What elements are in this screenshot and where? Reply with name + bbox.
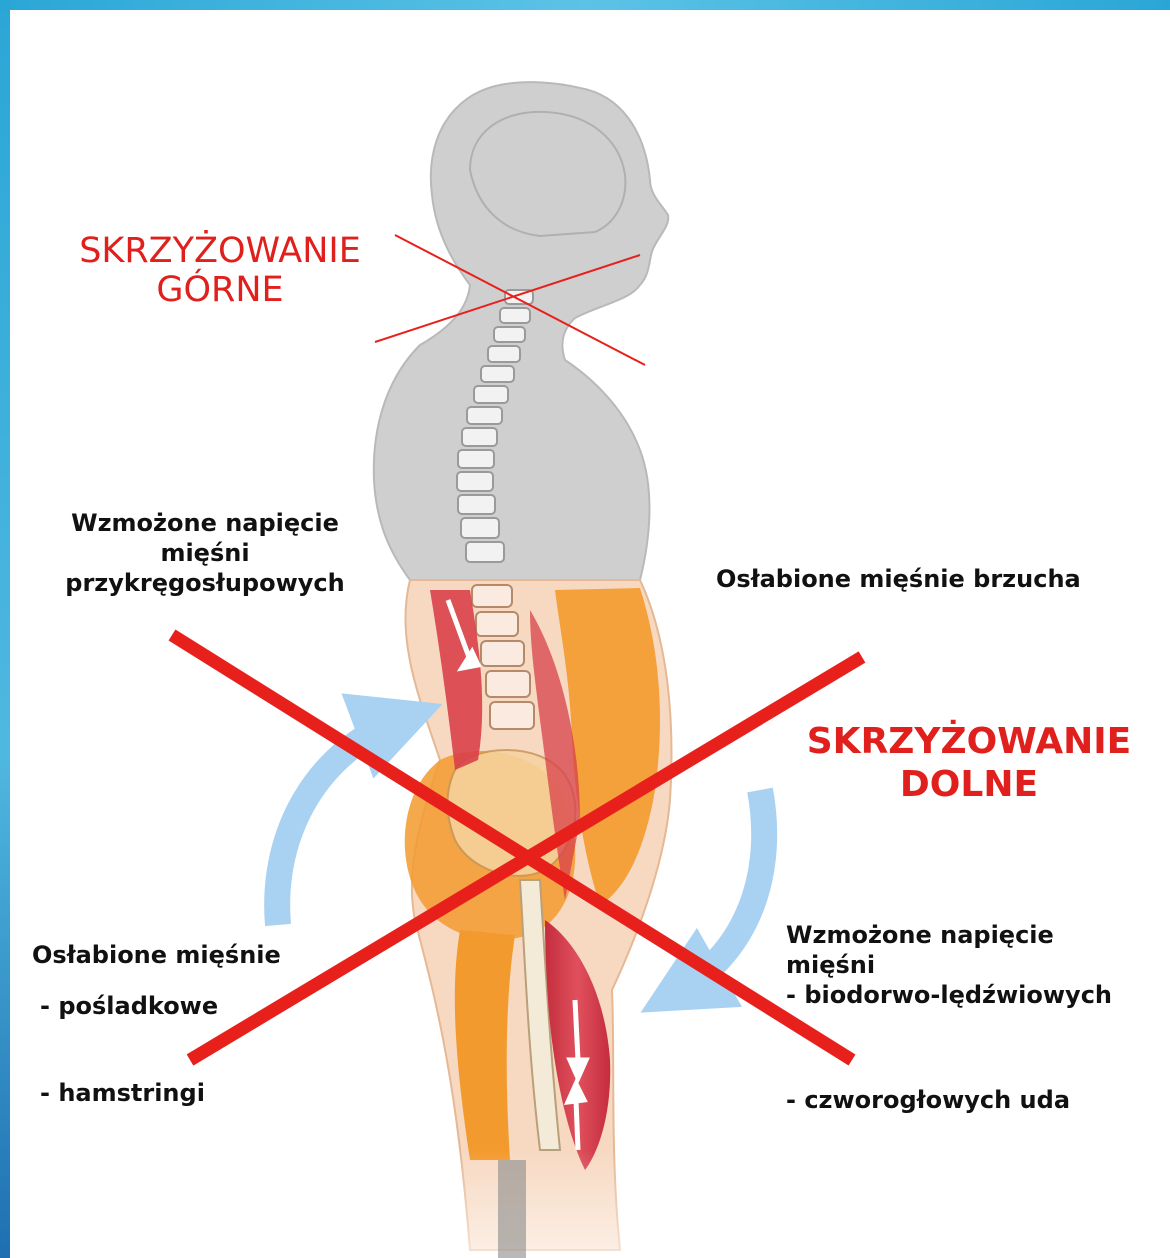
tight-muscles-line2: mięśni bbox=[786, 950, 1112, 980]
upper-cross-label-line2: GÓRNE bbox=[60, 271, 380, 310]
weak-muscles-item-gluteal-text: - pośladkowe bbox=[40, 992, 218, 1020]
lower-cross-label-line2: DOLNE bbox=[784, 763, 1154, 806]
upper-cross-label-line1: SKRZYŻOWANIE bbox=[60, 232, 380, 271]
weak-muscles-heading: Osłabione mięśnie bbox=[32, 940, 281, 970]
weak-muscles-item-hamstrings-text: - hamstringi bbox=[40, 1079, 205, 1107]
paraspinal-tension-line1: Wzmożone napięcie bbox=[40, 508, 370, 538]
tight-muscles-line1: Wzmożone napięcie bbox=[786, 920, 1112, 950]
weak-muscles-label: Osłabione mięśnie bbox=[32, 940, 281, 970]
paraspinal-tension-line2: mięśni bbox=[40, 538, 370, 568]
tight-muscles-item-quadriceps: - czworogłowych uda bbox=[786, 1085, 1070, 1115]
rotation-arrow-icon bbox=[277, 720, 400, 925]
upper-cross-label: SKRZYŻOWANIE GÓRNE bbox=[60, 232, 380, 309]
tight-muscles-item-iliopsoas: - biodorwo-lędźwiowych bbox=[786, 980, 1112, 1010]
tight-muscles-label: Wzmożone napięcie mięśni - biodorwo-lędź… bbox=[786, 920, 1112, 1010]
paraspinal-tension-label: Wzmożone napięcie mięśni przykręgosłupow… bbox=[40, 508, 370, 598]
lower-cross-label-line1: SKRZYŻOWANIE bbox=[784, 720, 1154, 763]
weak-abdominals-label: Osłabione mięśnie brzucha bbox=[716, 564, 1081, 594]
paraspinal-tension-line3: przykręgosłupowych bbox=[40, 568, 370, 598]
weak-muscles-item-hamstrings: - hamstringi bbox=[40, 1078, 205, 1108]
weak-muscles-item-gluteal: - pośladkowe bbox=[40, 991, 218, 1021]
weak-abdominals-line1: Osłabione mięśnie brzucha bbox=[716, 564, 1081, 594]
lower-cross-label: SKRZYŻOWANIE DOLNE bbox=[784, 720, 1154, 806]
tight-muscles-item-quadriceps-text: - czworogłowych uda bbox=[786, 1086, 1070, 1114]
